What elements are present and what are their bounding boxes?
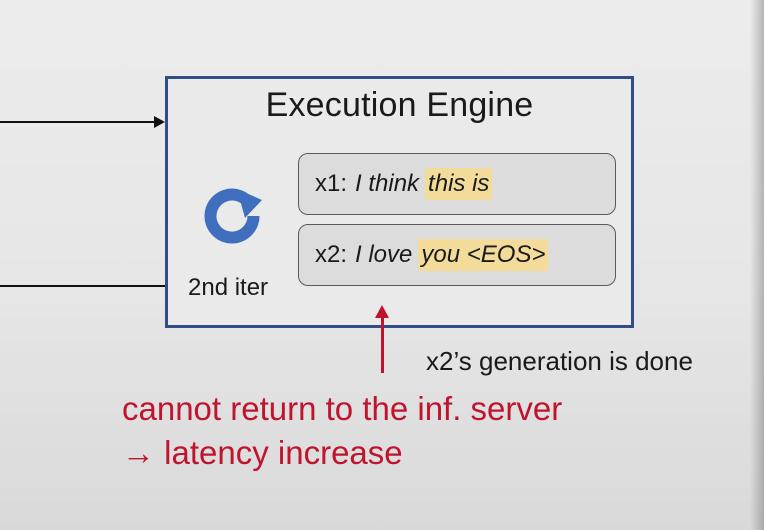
sequence-x1: x1: I think this is: [298, 153, 616, 215]
input-arrowhead: [154, 116, 165, 128]
problem-text-line2: → latency increase: [122, 434, 403, 471]
sequence-prompt-text: I think: [355, 170, 420, 197]
generated-tokens-highlight: you <EOS>: [418, 239, 549, 271]
sequence-x2: x2: I love you <EOS>: [298, 224, 616, 286]
sequence-prompt-text: I love: [355, 241, 413, 268]
up-arrow-line-red: [381, 318, 384, 373]
slide-edge-shadow: [750, 0, 764, 530]
generation-done-note: x2’s generation is done: [426, 346, 693, 376]
sequence-id: x1:: [315, 170, 348, 197]
up-arrowhead-red: [375, 305, 389, 318]
sequence-id: x2:: [315, 241, 348, 268]
output-line: [0, 285, 167, 287]
problem-text-line1: cannot return to the inf. server: [122, 390, 563, 427]
generated-tokens-highlight: this is: [425, 168, 493, 200]
input-arrow-line: [0, 121, 155, 123]
iteration-label: 2nd iter: [188, 274, 269, 301]
refresh-cycle-icon: [204, 188, 262, 244]
engine-title: Execution Engine: [265, 86, 534, 124]
